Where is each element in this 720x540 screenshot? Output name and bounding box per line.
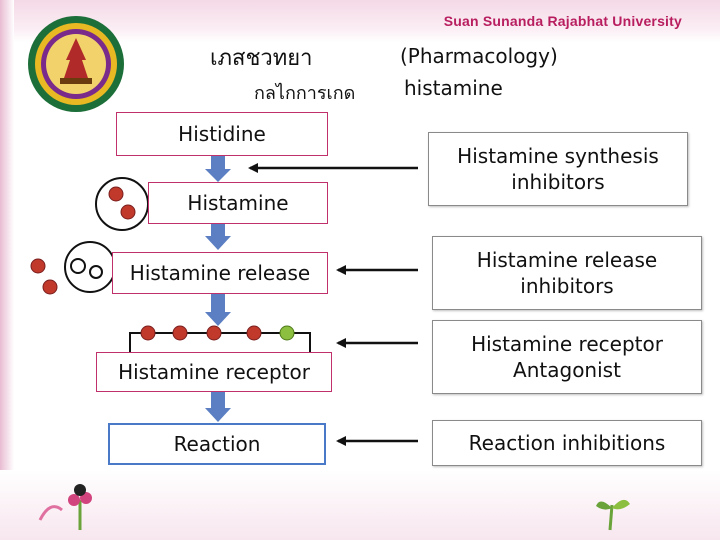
left-band xyxy=(0,0,14,540)
histamine-synthesis-inhibitors: Histamine synthesis inhibitors xyxy=(428,132,688,206)
step-histamine-receptor: Histamine receptor xyxy=(96,352,332,392)
down-arrow-2 xyxy=(205,222,231,250)
down-arrow-1 xyxy=(205,155,231,182)
receptor-bar-icon xyxy=(129,325,311,352)
flower-decoration-icon xyxy=(38,484,630,531)
mast-cell-icon xyxy=(95,177,149,231)
step-histamine-release: Histamine release xyxy=(112,252,328,294)
step-reaction: Reaction xyxy=(108,423,326,465)
title-english: (Pharmacology) xyxy=(400,44,558,68)
released-histamine-icon xyxy=(30,241,116,295)
histamine-release-inhibitors: Histamine release inhibitors xyxy=(432,236,702,310)
university-seal-logo xyxy=(28,16,124,112)
title-thai: เภสชวทยา xyxy=(210,46,313,71)
university-name: Suan Sunanda Rajabhat University xyxy=(443,13,682,29)
step-histamine: Histamine xyxy=(148,182,328,224)
header-band xyxy=(0,0,720,42)
subtitle-thai: กลไกการเกด xyxy=(254,83,356,104)
histamine-receptor-antagonist: Histamine receptor Antagonist xyxy=(432,320,702,394)
down-arrow-3 xyxy=(205,292,231,326)
step-histidine: Histidine xyxy=(116,112,328,156)
subtitle-english: histamine xyxy=(404,76,503,100)
down-arrow-4 xyxy=(205,390,231,422)
reaction-inhibitions: Reaction inhibitions xyxy=(432,420,702,466)
